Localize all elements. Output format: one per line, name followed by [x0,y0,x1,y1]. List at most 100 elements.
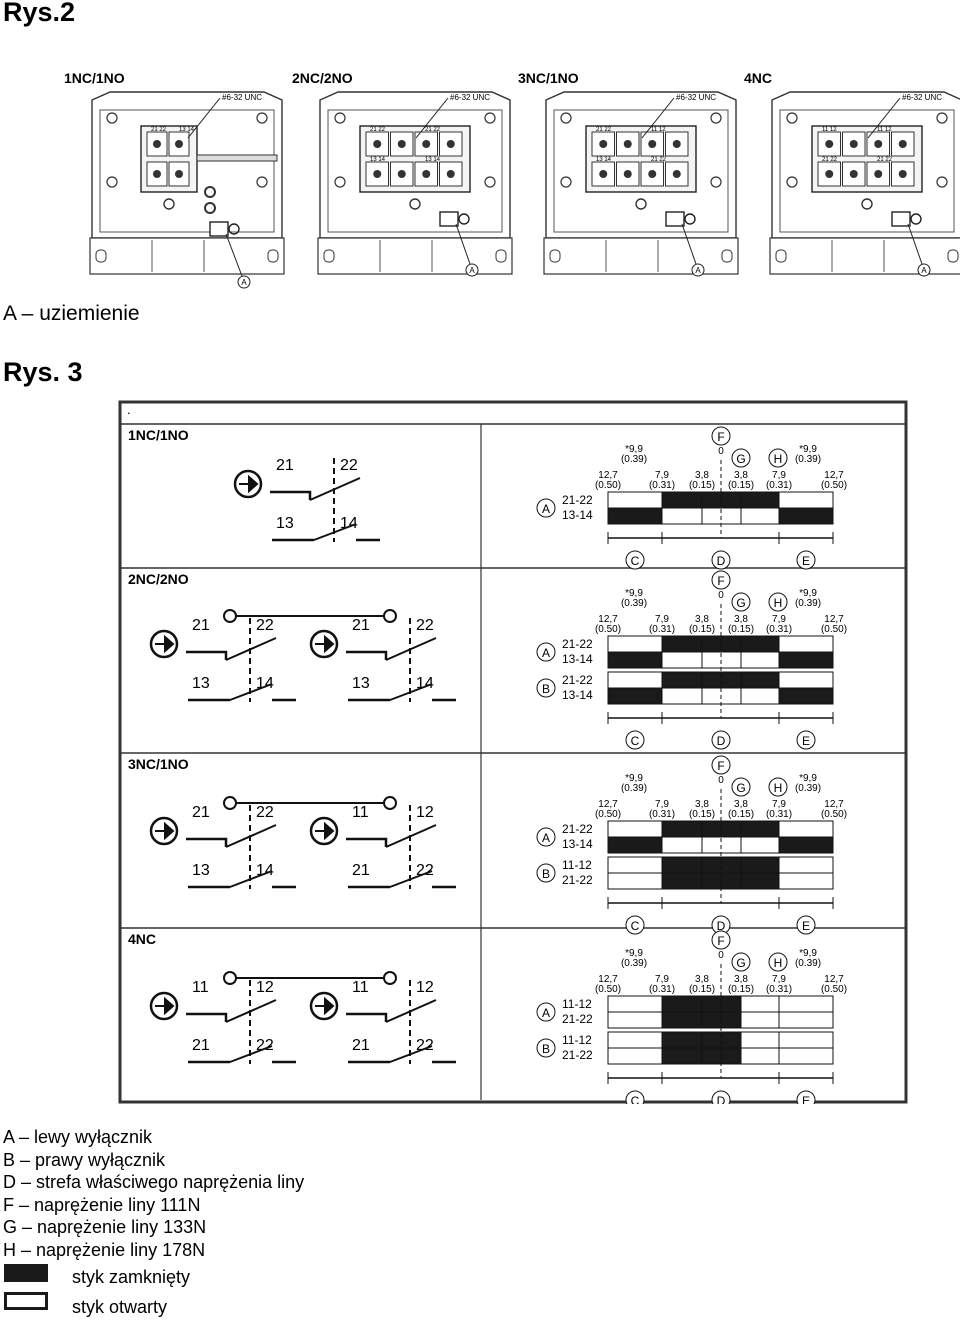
scale-value: (0.50) [595,809,621,820]
scale-value: (0.15) [689,480,715,491]
housing-inner [99,109,275,233]
scale-value: 3,8 [695,974,709,985]
terminal-number: 11 [352,804,369,821]
marker-letter: E [802,919,810,933]
ground-screw-icon [458,213,470,225]
arrow-head [155,996,175,1016]
ground-terminal [665,211,685,227]
terminal-number: 21 [192,617,210,634]
scale-value: 12,7 [598,799,618,810]
marker-letter: G [736,781,745,795]
scale-value: *9,9 [799,773,817,784]
contact-number: 13 14 [425,157,441,163]
scale-value: (0.39) [621,598,647,609]
scale-value: (0.50) [821,984,847,995]
ground-screw-icon [910,213,922,225]
bar-open [778,1031,834,1049]
terminal-screw [648,140,657,148]
legend-open-label: styk otwarty [72,1297,168,1317]
marker-letter: H [774,781,783,795]
terminal-screw [373,140,382,148]
scale-value: *9,9 [625,588,643,599]
fig2-title: Rys.2 [3,0,76,27]
terminal-screw [373,170,382,178]
screw-icon [106,176,118,188]
marker-letter: H [774,956,783,970]
scale-value: (0.15) [689,624,715,635]
screw-icon [560,176,572,188]
switch-letter-circle [536,1002,556,1022]
terminal-number: 11 [192,979,209,996]
mount-slot [721,249,733,263]
marker-letter: H [774,596,783,610]
contact-pair: 11-12 [562,1033,592,1047]
marker-d [711,730,731,750]
scale-value: (0.50) [821,480,847,491]
terminal-number: 21 [192,804,210,821]
switch-letter-circle [536,1038,556,1058]
marker-letter: D [717,734,726,748]
cable-entry [204,202,216,214]
scale-value: (0.15) [728,809,754,820]
switch-letter: A [542,502,550,516]
contact-number: 13 14 [596,157,612,163]
marker-e [796,915,816,935]
legend-line-g: G – naprężenie liny 133N [3,1217,207,1238]
legend-closed-label: styk zamknięty [72,1267,191,1287]
terminal-screw [422,140,431,148]
bar-open [740,1031,780,1049]
bar-open [607,491,663,509]
legend-line-f: F – naprężenie liny 111N [3,1194,201,1215]
arrow-head [155,821,175,841]
panel-label: 4NC [744,70,772,86]
switch-letter: B [542,867,550,881]
contact-pair: 21-22 [562,873,593,887]
terminal-number: 13 [352,675,370,692]
terminal-screw [623,140,632,148]
leader-line [907,223,923,265]
screw-icon [163,198,175,210]
marker-letter: E [802,1094,810,1104]
scale-value: (0.50) [821,809,847,820]
marker-letter: C [631,734,640,748]
scale-value: (0.15) [728,984,754,995]
contact-pair: 13-14 [562,688,593,702]
contact-number: 21 22 [425,127,441,133]
bar-open [607,671,663,689]
terminal-screw [599,170,608,178]
marker-g [731,777,751,797]
marker-letter: A [695,266,701,275]
marker-c [625,550,645,570]
terminal-screw [599,140,608,148]
screw-spec: #6-32 UNC [222,93,262,102]
scale-value: 12,7 [598,470,618,481]
bar-closed [778,651,834,669]
marker-g [731,952,751,972]
scale-value: (0.15) [728,480,754,491]
marker-c [625,730,645,750]
bar-open [607,872,663,890]
marker-e [796,1090,816,1104]
scale-value: (0.39) [795,783,821,794]
contact-pair: 11-12 [562,858,592,872]
contact-pair: 21-22 [562,822,593,836]
housing-inner [779,109,955,233]
marker-f [711,426,731,446]
marker-circle [237,275,251,289]
terminal-screw [153,170,161,178]
scale-value: 7,9 [655,614,669,625]
bar-closed [661,872,703,890]
bar-open [778,856,834,874]
contact-number: 21 22 [151,127,167,133]
bar-closed [661,1011,703,1029]
marker-d [711,1090,731,1104]
leader-line [415,97,449,139]
arrow-head [315,821,335,841]
scale-value: 7,9 [772,614,786,625]
contact-number: 11 12 [877,127,892,133]
pivot [383,796,397,810]
scale-value: 7,9 [655,799,669,810]
